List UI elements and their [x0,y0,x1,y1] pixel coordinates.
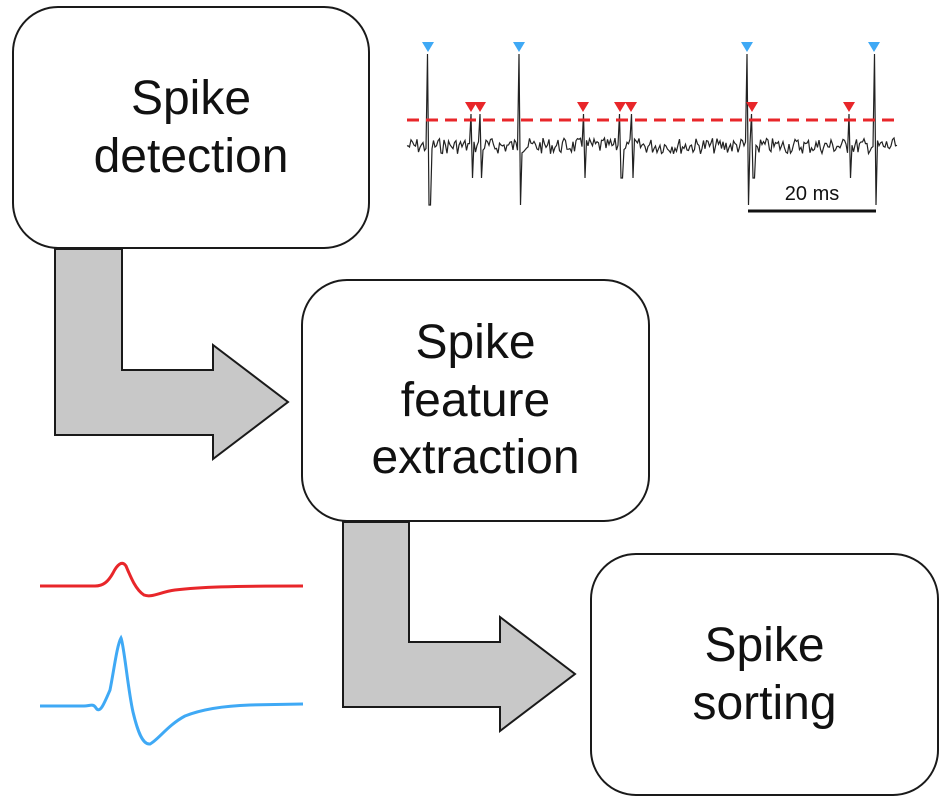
small-spike-marker [746,102,758,112]
raw-trace-panel [406,42,898,213]
spike-feature-label-line2: feature [400,373,551,427]
large-spike-marker [741,42,753,52]
spike-sorting-label-line1: Spike [704,618,825,672]
large-spike-marker [513,42,525,52]
spike-feature-label-line3: extraction [371,431,580,485]
small-spike-marker [614,102,626,112]
spike-detection-label-line2: detection [93,129,289,183]
spike-detection-box: Spike detection [12,6,370,249]
unit-waveform-red [40,561,304,598]
small-spike-marker [843,102,855,112]
spike-detection-label-line1: Spike [130,71,252,125]
spike-sorting-label-line2: sorting [692,676,837,730]
flow-arrow-detection-to-feature [54,248,290,462]
raw-trace [406,53,898,206]
flow-arrow-feature-to-sorting [342,521,577,734]
small-spike-marker [474,102,486,112]
large-spike-marker [422,42,434,52]
scale-bar-label: 20 ms [784,183,840,205]
spike-sorting-box: Spike sorting [590,553,939,796]
spike-markers [422,42,880,112]
small-spike-marker [625,102,637,112]
spike-feature-label-line1: Spike [415,316,536,370]
unit-waveform-blue [40,634,304,746]
spike-feature-extraction-box: Spike feature extraction [301,279,650,522]
small-spike-marker [465,102,477,112]
small-spike-marker [577,102,589,112]
large-spike-marker [868,42,880,52]
